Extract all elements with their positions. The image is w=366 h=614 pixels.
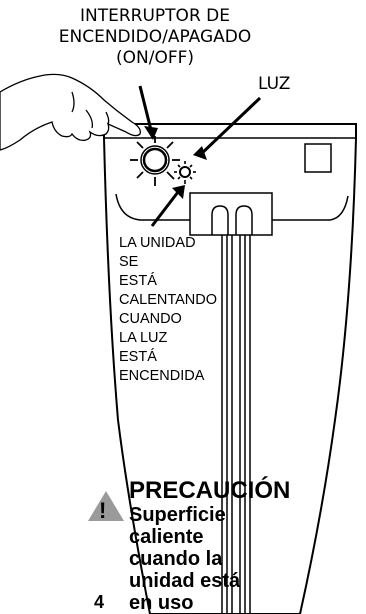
power-switch-icon [130, 136, 180, 186]
caution-icon: ! [88, 491, 124, 523]
support-rods [221, 235, 251, 614]
caution-text: Superficie caliente cuando la unidad est… [129, 504, 240, 614]
heating-note-line: CALENTANDO [119, 292, 218, 308]
svg-text:!: ! [99, 498, 106, 523]
handle-block [189, 192, 273, 236]
power-switch-label-line3: (ON/OFF) [115, 48, 195, 68]
caution-line: en uso [129, 592, 194, 614]
caution-line: cuando la [129, 548, 223, 570]
heating-note-line: LA UNIDAD [119, 235, 196, 251]
caution-title: PRECAUCIÓN [129, 477, 291, 504]
light-label: LUZ [258, 74, 291, 94]
handle-slot-left [211, 205, 229, 235]
caution-line: caliente [129, 526, 204, 548]
handle-slot-right [235, 205, 253, 235]
heating-note-line: ESTÁ [119, 349, 157, 365]
page-number: 4 [94, 592, 105, 612]
heating-note: LA UNIDAD SE ESTÁ CALENTANDO CUANDO LA L… [119, 234, 217, 386]
indicator-light-icon [174, 161, 196, 184]
heating-note-line: ESTÁ [119, 273, 157, 289]
heating-note-line: ENCENDIDA [119, 368, 205, 384]
heating-note-line: CUANDO [119, 311, 182, 327]
power-switch-label-line1: INTERRUPTOR DE [80, 6, 230, 26]
power-switch-label-line2: ENCENDIDO/APAGADO [58, 27, 252, 47]
callout-arrows [138, 85, 262, 227]
caution-line: unidad está [129, 570, 241, 592]
heating-note-line: LA LUZ [119, 330, 168, 346]
heater-body [103, 123, 357, 614]
hand-drawing [0, 73, 141, 151]
heating-note-line: SE [119, 254, 139, 270]
power-switch-label: INTERRUPTOR DE ENCENDIDO/APAGADO (ON/OFF… [30, 6, 280, 69]
panel-square [304, 143, 332, 173]
caution-line: Superficie [129, 504, 226, 526]
